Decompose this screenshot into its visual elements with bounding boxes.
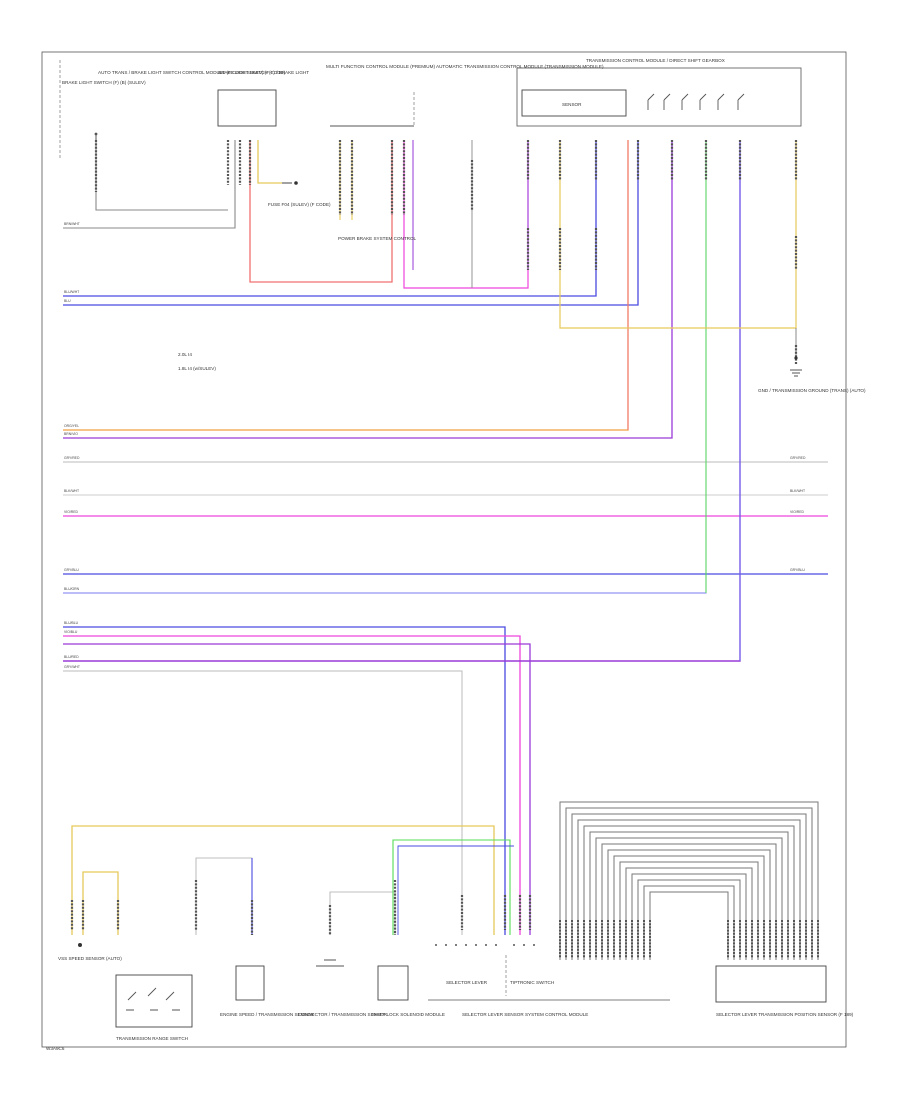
label-solenoid: SENSOR (562, 102, 582, 107)
label-selector-sw: SELECTOR LEVER (446, 980, 488, 985)
wire-label-r6: BLK/WHT (790, 489, 805, 493)
wire-gry-wht (63, 670, 463, 935)
wire-pink-loop (403, 140, 529, 289)
brake-switch-box (217, 89, 277, 127)
label-ground-right: GND / TRANSMISSION GROUND (TRANS) (AUTO) (758, 388, 866, 393)
wire-vio-blu (63, 635, 521, 935)
wire-label-2: BLU (64, 299, 71, 303)
wire-ground-left (63, 140, 236, 229)
label-fuse: FUSE F04 (SULEV) (F CODE) (268, 202, 331, 207)
label-brake-sensor: BRAKE LIGHT SWITCH (F) (B) (SULEV) (62, 80, 146, 85)
wire-blu (63, 140, 639, 306)
label-mechatronic: SELECTOR LEVER TRANSMISSION POSITION SEN… (716, 1012, 854, 1017)
diagram-frame (41, 51, 847, 1048)
wire-label-9: BLU/GRN (64, 587, 80, 591)
label-left-col: AUTO TRANS / BRAKE LIGHT SWITCH CONTROL … (98, 70, 286, 75)
legend-item-1: 2.0L I4 (178, 352, 192, 357)
wire-yel-lower-loop (71, 825, 495, 935)
wire-brn-vio (63, 140, 673, 439)
label-body-module: POWER BRAKE SYSTEM CONTROL (338, 236, 417, 241)
wire-label-1: BLU/WHT (64, 290, 79, 294)
wire-blu-wht (63, 140, 597, 297)
wire-label-10: BLU/BLU (64, 621, 79, 625)
label-multi-module: MULTI FUNCTION CONTROL MODULE (PREMIUM) (326, 64, 435, 69)
fuse-node (294, 181, 298, 185)
wire-brake-sensor (95, 140, 228, 211)
sensor-bl-node (78, 943, 82, 947)
wire-label-11: VIO/BLU (64, 630, 78, 634)
label-trans-range: TRANSMISSION RANGE SWITCH (116, 1036, 188, 1041)
eng-sensor-1-box (377, 965, 409, 1001)
mechatronic-box (715, 965, 827, 1003)
solenoid-switches (647, 93, 745, 110)
wire-label-4: BRN/VIO (64, 432, 78, 436)
sensor-pin-dot (94, 132, 98, 136)
label-trans-top: TRANSMISSION CONTROL MODULE / DIRECT SHI… (586, 58, 725, 63)
trans-module-box (516, 67, 802, 127)
mechatronic-harness (559, 801, 819, 960)
wire-label-6: BLK/WHT (64, 489, 79, 493)
ground-symbol (790, 369, 802, 377)
wire-gry-shift (195, 857, 253, 935)
label-eng-sens2: CONNECTOR / TRANSMISSION SENSOR (298, 1012, 388, 1017)
label-selector-module: SELECTOR LEVER SENSOR SYSTEM CONTROL MOD… (462, 1012, 588, 1017)
selector-pins (435, 944, 535, 946)
wire-label-3: ORG/YEL (64, 424, 79, 428)
label-tiptronic-sw: TIPTRONIC SWITCH (510, 980, 554, 985)
wire-yel-inner-loop (82, 871, 119, 935)
wire-red-loop (249, 140, 393, 283)
mechatronic-pins (559, 920, 819, 958)
wire-label-r8: GRY/BLU (790, 568, 805, 572)
wire-org-yel (63, 140, 629, 431)
wire-blu-blu (63, 626, 506, 935)
page-id: W3A9C6 (46, 1046, 65, 1051)
legend-item-2: 1.8L I4 (w/SULEV) (178, 366, 216, 371)
solenoid-box (521, 89, 627, 117)
wire-label-5: GRY/RED (64, 456, 80, 460)
eng-sensor-2-symbol (316, 959, 344, 967)
wire-label-r7: VIO/RED (790, 510, 804, 514)
label-eng-sens1: ENGINE SPEED / TRANSMISSION SENSOR (220, 1012, 315, 1017)
wire-label-8: GRY/BLU (64, 568, 79, 572)
wire-label-r5: GRY/RED (790, 456, 806, 460)
wire-yel-big-loop (559, 140, 797, 329)
wire-vio-blu-2 (63, 643, 531, 935)
label-sensor-bl: VSS SPEED SENSOR (AUTO) (58, 956, 122, 961)
trans-range-contacts (126, 987, 180, 1011)
wire-label-7: VIO/RED (64, 510, 78, 514)
wire-yel-stub (257, 140, 282, 184)
trans-range-box (115, 974, 193, 1028)
wire-label-13: GRY/WHT (64, 665, 80, 669)
wire-blu-grn (63, 140, 707, 594)
wire-gry-eng (329, 891, 396, 935)
wire-label-top: BRN/WHT (64, 222, 80, 226)
wire-green-lower (392, 839, 511, 935)
ground-node (794, 356, 798, 360)
label-shift-lock: SHIFT LOCK SOLENOID MODULE (372, 1012, 445, 1017)
label-brake-switch: BRAKE LIGHT SWITCH (F) / BRAKE LIGHT (218, 70, 309, 75)
wire-label-12: BLU/RED (64, 655, 79, 659)
shift-lock-box (235, 965, 265, 1001)
label-auto-trans: AUTOMATIC TRANSMISSION CONTROL MODULE (T… (436, 64, 604, 69)
wire-blu-lower (397, 845, 514, 935)
